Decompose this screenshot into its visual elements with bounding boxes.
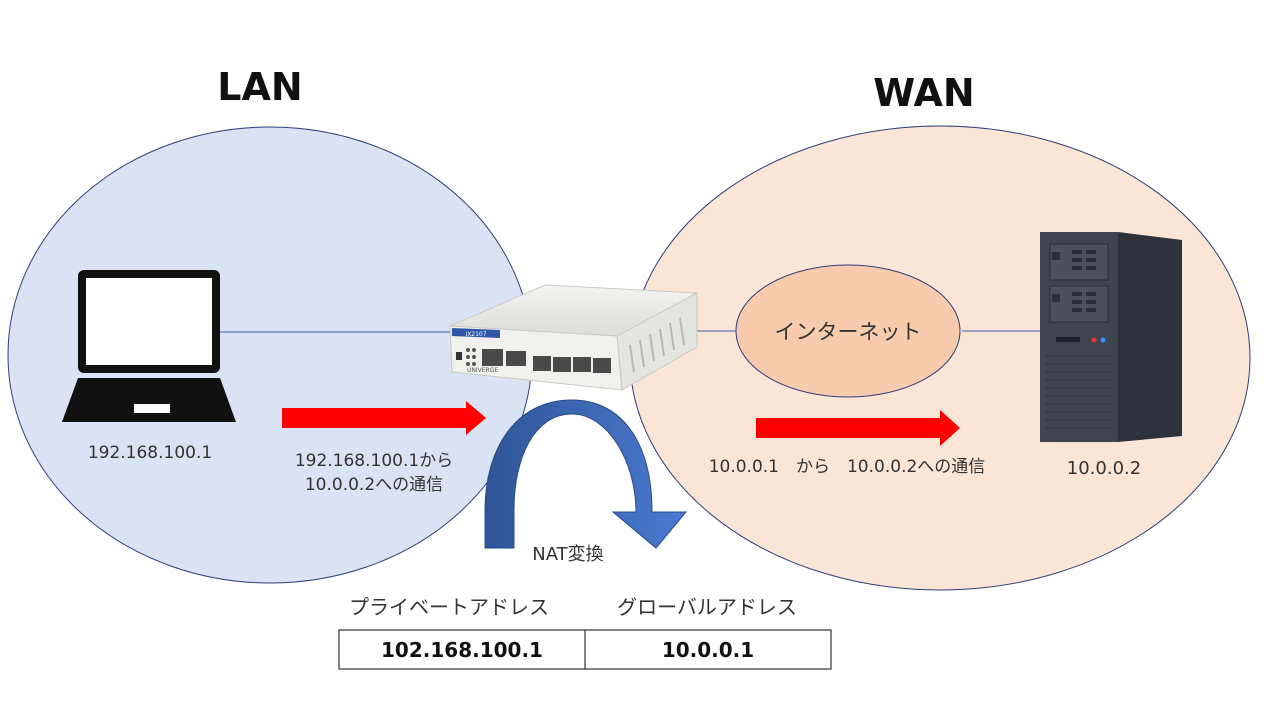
router-model-label: IX2107	[465, 331, 486, 338]
wan-heading: WAN	[873, 71, 974, 115]
laptop-icon	[62, 270, 236, 422]
internet-cloud	[735, 264, 961, 398]
nat-address-table	[338, 629, 832, 670]
server-ip-label: 10.0.0.2	[1067, 458, 1141, 479]
lan-heading: LAN	[217, 65, 302, 109]
global-address-header: グローバルアドレス	[617, 595, 797, 619]
pc-ip-label: 192.168.100.1	[88, 443, 212, 463]
lan-traffic-arrow	[282, 401, 486, 435]
router-icon: IX2107 UNIVERGE	[449, 284, 699, 391]
wan-traffic-label: 10.0.0.1 から 10.0.0.2への通信	[709, 457, 986, 477]
nat-curved-arrow	[484, 399, 688, 549]
global-address-cell: 10.0.0.1	[662, 638, 754, 662]
wan-traffic-arrow	[756, 410, 960, 446]
private-address-header: プライベートアドレス	[349, 595, 549, 619]
nat-label: NAT変換	[532, 544, 603, 565]
server-icon	[1040, 232, 1182, 442]
private-address-cell: 102.168.100.1	[381, 638, 543, 662]
lan-traffic-label-line2: 10.0.0.2への通信	[305, 475, 443, 495]
lan-traffic-label-line1: 192.168.100.1から	[295, 451, 453, 471]
router-sub-label: UNIVERGE	[467, 367, 498, 374]
internet-label: インターネット	[775, 320, 922, 344]
